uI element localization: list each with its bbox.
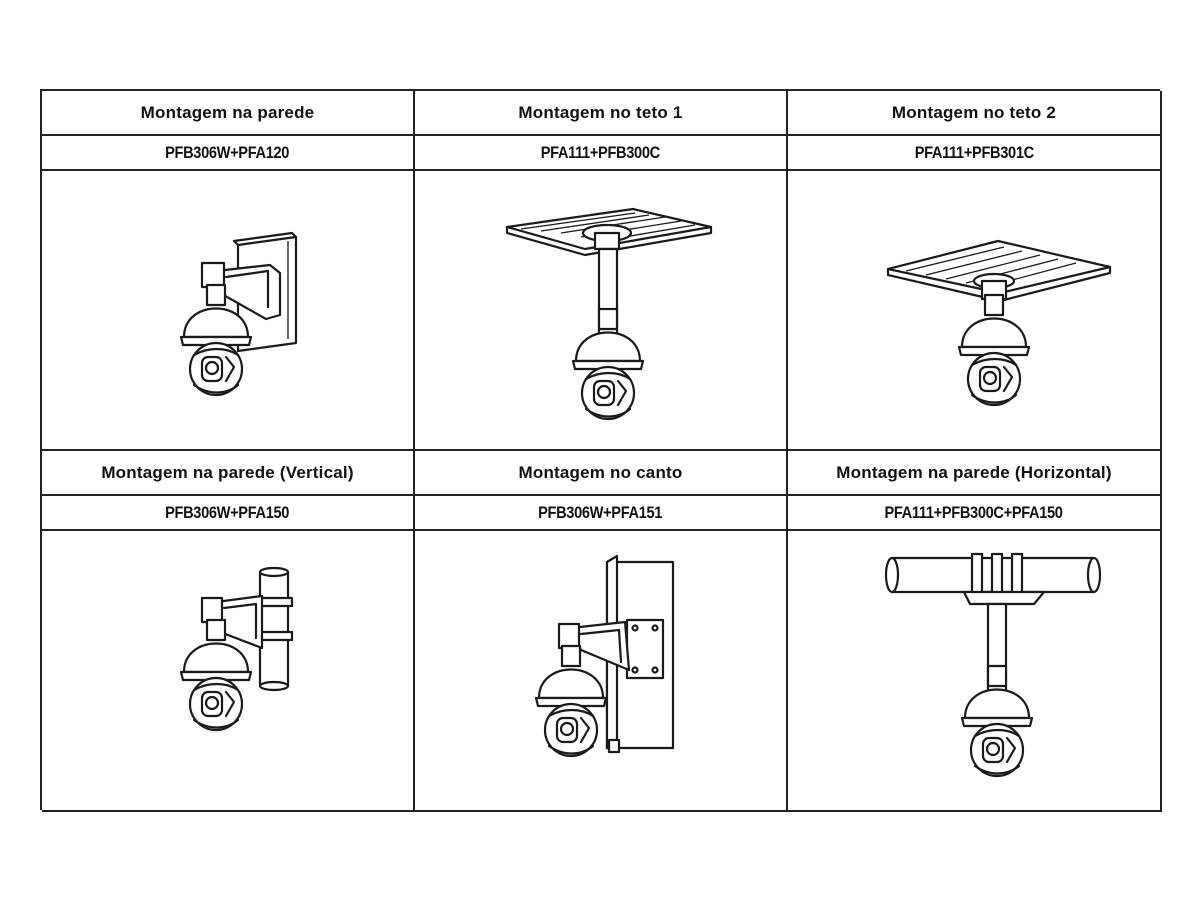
mount-title-wall-horizontal: Montagem na parede (Horizontal) xyxy=(788,451,1162,496)
mount-code-cell: PFB306W+PFA151 xyxy=(415,496,788,531)
mount-code-ceiling-1: PFA111+PFB300C xyxy=(540,142,661,162)
ceiling-mount-2-illustration xyxy=(788,171,1162,451)
corner-mount-illustration xyxy=(415,531,788,812)
mount-code-cell: PFA111+PFB300C xyxy=(415,136,788,171)
mount-code-wall: PFB306W+PFA120 xyxy=(165,142,290,162)
mount-code-wall-horizontal: PFA111+PFB300C+PFA150 xyxy=(884,502,1064,522)
mount-code-cell: PFA111+PFB300C+PFA150 xyxy=(788,496,1162,531)
mount-code-cell: PFB306W+PFA120 xyxy=(42,136,415,171)
mount-code-wall-vertical: PFB306W+PFA150 xyxy=(165,502,290,522)
mount-title-ceiling-2: Montagem no teto 2 xyxy=(788,91,1162,136)
mount-code-cell: PFB306W+PFA150 xyxy=(42,496,415,531)
ceiling-mount-1-illustration xyxy=(415,171,788,451)
mount-title-ceiling-1: Montagem no teto 1 xyxy=(415,91,788,136)
mount-table: Montagem na parede Montagem no teto 1 Mo… xyxy=(40,89,1162,812)
mount-title-wall: Montagem na parede xyxy=(42,91,415,136)
wall-mount-illustration xyxy=(42,171,415,451)
pole-mount-horizontal-illustration xyxy=(788,531,1162,812)
mount-code-ceiling-2: PFA111+PFB301C xyxy=(914,142,1034,162)
mount-title-corner: Montagem no canto xyxy=(415,451,788,496)
mount-title-wall-vertical: Montagem na parede (Vertical) xyxy=(42,451,415,496)
mount-code-cell: PFA111+PFB301C xyxy=(788,136,1162,171)
mount-code-corner: PFB306W+PFA151 xyxy=(538,502,663,522)
pole-mount-vertical-illustration xyxy=(42,531,415,812)
